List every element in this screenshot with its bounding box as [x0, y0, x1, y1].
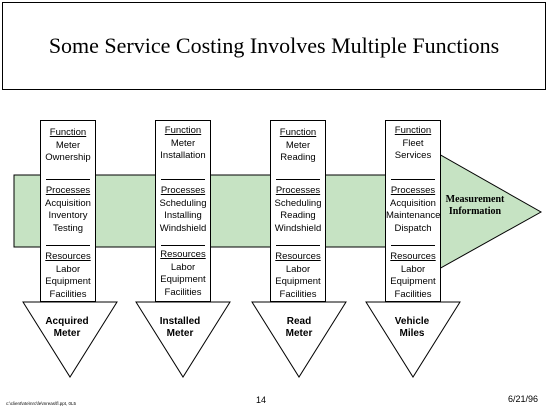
resources-heading: Resources: [275, 251, 321, 262]
output-line: Meter: [53, 328, 81, 339]
processes-heading: Processes: [45, 185, 91, 196]
measurement-line: Measurement: [445, 194, 505, 205]
resources-heading: Resources: [160, 249, 206, 260]
process-item: Maintenance: [386, 210, 441, 221]
process-item: Acquisition: [390, 197, 436, 209]
resource-item: Equipment: [160, 274, 206, 285]
function-heading: Function: [394, 125, 432, 136]
resources-section: Resources Labor Equipment Facilities: [271, 251, 325, 301]
process-item: Acquisition: [45, 197, 91, 209]
resource-item: Facilities: [279, 288, 317, 300]
resources-section: Resources Labor Equipment Facilities: [41, 251, 95, 301]
resource-item: Facilities: [164, 286, 202, 298]
function-item: Installation: [160, 150, 206, 161]
section-divider: [276, 245, 320, 246]
function-section: Function Meter Ownership: [41, 127, 95, 165]
processes-section: Processes Acquisition Inventory Testing: [41, 185, 95, 235]
resources-heading: Resources: [390, 251, 436, 262]
footer-date: 6/21/96: [508, 394, 539, 404]
process-item: Windshield: [274, 222, 322, 234]
function-item: Meter: [285, 139, 311, 151]
output-label-4: Vehicle Miles: [367, 316, 457, 340]
resources-section: Resources Labor Equipment Facilities: [156, 249, 210, 299]
function-section: Function Meter Installation: [156, 125, 210, 163]
processes-section: Processes Scheduling Installing Windshie…: [156, 185, 210, 235]
function-column-3: Function Meter Reading Processes Schedul…: [270, 120, 326, 302]
resources-section: Resources Labor Equipment Facilities: [386, 251, 440, 301]
resource-item: Facilities: [394, 288, 432, 300]
output-label-2: Installed Meter: [135, 316, 225, 340]
output-line: Acquired: [45, 316, 89, 327]
processes-section: Processes Acquisition Maintenance Dispat…: [386, 185, 440, 235]
function-section: Function Fleet Services: [386, 125, 440, 163]
function-section: Function Meter Reading: [271, 127, 325, 165]
function-item: Fleet: [402, 137, 424, 149]
information-line: Information: [448, 206, 502, 217]
section-divider: [391, 245, 435, 246]
process-item: Scheduling: [274, 197, 322, 209]
resource-item: Labor: [400, 263, 426, 275]
output-label-1: Acquired Meter: [22, 316, 112, 340]
function-column-2: Function Meter Installation Processes Sc…: [155, 120, 211, 302]
output-triangle-4: [365, 301, 461, 378]
section-divider: [46, 245, 90, 246]
function-item: Reading: [280, 152, 316, 163]
function-column-1: Function Meter Ownership Processes Acqui…: [40, 120, 96, 302]
resource-item: Facilities: [49, 288, 87, 300]
processes-heading: Processes: [275, 185, 321, 196]
section-divider: [161, 179, 205, 180]
processes-heading: Processes: [160, 185, 206, 196]
resource-item: Labor: [170, 261, 196, 273]
process-item: Reading: [280, 210, 316, 221]
processes-heading: Processes: [390, 185, 436, 196]
process-item: Windshield: [159, 222, 207, 234]
resource-item: Equipment: [45, 276, 91, 287]
output-triangle-2: [135, 301, 231, 378]
output-line: Meter: [166, 328, 194, 339]
processes-section: Processes Scheduling Reading Windshield: [271, 185, 325, 235]
output-line: Meter: [285, 328, 313, 339]
function-item: Meter: [170, 137, 196, 149]
function-heading: Function: [279, 127, 317, 138]
function-heading: Function: [49, 127, 87, 138]
function-heading: Function: [164, 125, 202, 136]
process-item: Inventory: [48, 210, 88, 221]
measurement-information-label: Measurement Information: [437, 194, 513, 218]
function-item: Meter: [55, 139, 81, 151]
footer-page-number: 14: [256, 395, 267, 405]
output-triangle-3: [251, 301, 347, 378]
function-item: Services: [394, 150, 432, 161]
section-divider: [161, 245, 205, 246]
title-box: Some Service Costing Involves Multiple F…: [2, 2, 546, 90]
section-divider: [46, 179, 90, 180]
output-triangle-1: [22, 301, 118, 378]
output-label-3: Read Meter: [254, 316, 344, 340]
function-item: Ownership: [45, 152, 91, 163]
process-item: Dispatch: [394, 222, 432, 234]
resource-item: Labor: [55, 263, 81, 275]
resource-item: Labor: [285, 263, 311, 275]
process-item: Installing: [164, 210, 202, 221]
resource-item: Equipment: [275, 276, 321, 287]
function-column-4: Function Fleet Services Processes Acquis…: [385, 120, 441, 302]
output-line: Installed: [159, 316, 201, 327]
output-line: Miles: [399, 328, 425, 339]
output-line: Vehicle: [394, 316, 430, 327]
resource-item: Equipment: [390, 276, 436, 287]
footer-file-path: c:\client\nte\nrc\fe\mreas\fl.ppt, 0L5: [6, 401, 77, 406]
process-item: Scheduling: [159, 197, 207, 209]
slide-title: Some Service Costing Involves Multiple F…: [48, 33, 500, 58]
section-divider: [276, 179, 320, 180]
process-item: Testing: [52, 222, 84, 234]
output-line: Read: [286, 316, 312, 327]
resources-heading: Resources: [45, 251, 91, 262]
section-divider: [391, 179, 435, 180]
